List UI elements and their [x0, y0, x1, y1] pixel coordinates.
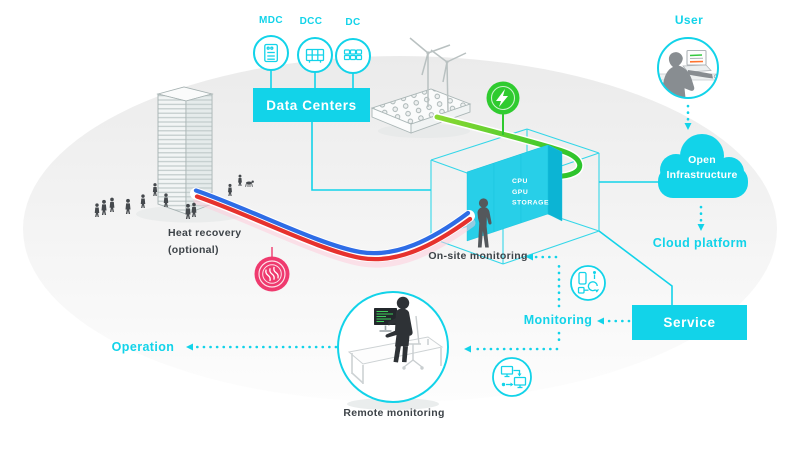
datacenters-to-servers-line [311, 122, 431, 191]
dcc-label: DCC [299, 16, 323, 27]
user-at-computer-illustration [657, 37, 719, 99]
arrowhead-left-monitoring [597, 317, 604, 325]
cloud-platform-label: Cloud platform [652, 236, 748, 250]
dc-label: DC [345, 17, 361, 28]
monitoring-label: Monitoring [523, 313, 593, 327]
technician-silhouette [477, 198, 492, 248]
servers-to-service-line [598, 230, 673, 305]
arrowhead-left-remote [464, 345, 471, 353]
server-modules-icon [343, 49, 363, 61]
network-monitors-icon [492, 357, 532, 397]
data-centers-node: Data Centers [253, 88, 370, 122]
arrowhead-left-operation [186, 343, 193, 351]
user-label: User [674, 13, 704, 27]
remote-monitoring-label: Remote monitoring [343, 407, 445, 419]
office-tower-illustration [156, 86, 214, 215]
arrowhead-left-onsite [526, 253, 533, 261]
mdc-label: MDC [259, 15, 283, 26]
server-label-gpu: GPU [512, 189, 528, 196]
lightning-bolt-icon [496, 89, 508, 107]
onsite-monitoring-label: On-site monitoring [428, 250, 528, 262]
heat-recovery-pipes [190, 187, 476, 268]
arrowhead-down-user [684, 123, 692, 130]
pipe-red [194, 194, 473, 262]
wind-turbines-icon [409, 37, 467, 113]
server-stack-labels: CPU GPU STORAGE [512, 178, 549, 207]
datacenter-type-icons [253, 35, 371, 74]
operator-at-desk-illustration [337, 291, 449, 403]
heat-waves-icon [265, 266, 279, 282]
connector-lines [270, 70, 673, 305]
server-label-cpu: CPU [512, 178, 528, 185]
open-infrastructure-line2: Infrastructure [666, 168, 738, 181]
cloud-shape [658, 134, 748, 198]
energy-badge [486, 81, 520, 135]
service-node: Service [632, 305, 747, 340]
server-rack-icon [305, 48, 325, 63]
open-infrastructure-line1: Open [688, 154, 716, 166]
server-cabinet-icon [264, 43, 278, 63]
pipe-blue [193, 188, 471, 256]
dog-illustration [245, 180, 254, 187]
heat-recovery-label: Heat recovery [168, 227, 242, 239]
operation-label: Operation [111, 340, 175, 354]
solar-panel-illustration [370, 88, 472, 134]
green-energy-pipe [433, 113, 584, 181]
server-label-storage: STORAGE [512, 200, 549, 207]
heat-badge [254, 247, 290, 292]
open-infrastructure-node: Open Infrastructure [666, 153, 737, 182]
pedestrians-illustration [94, 174, 254, 219]
dotted-flows [186, 104, 705, 353]
arrowhead-down-cloud [697, 224, 705, 231]
heat-recovery-optional-label: (optional) [168, 244, 219, 256]
device-sync-icon [570, 265, 606, 301]
